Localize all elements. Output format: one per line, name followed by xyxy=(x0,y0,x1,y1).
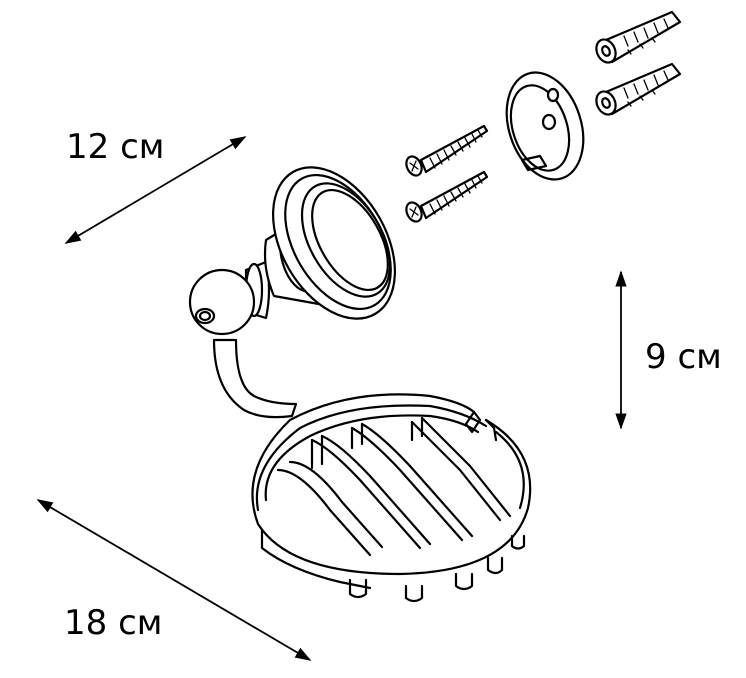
wall-rosette xyxy=(263,166,397,320)
screw-top xyxy=(405,124,489,177)
mounting-plate xyxy=(505,71,585,181)
depth-dimension-label: 12 см xyxy=(66,127,165,167)
wall-plug-bottom xyxy=(595,62,682,116)
wall-plug-top xyxy=(595,10,682,64)
basket xyxy=(251,393,532,603)
width-dimension-label: 18 см xyxy=(64,603,163,643)
screw-bottom xyxy=(405,170,489,223)
width-dimension-arrow xyxy=(36,499,312,661)
depth-dimension-arrow xyxy=(64,136,247,244)
arm xyxy=(212,338,298,419)
ball-joint xyxy=(188,260,271,336)
height-dimension-label: 9 см xyxy=(645,337,722,377)
